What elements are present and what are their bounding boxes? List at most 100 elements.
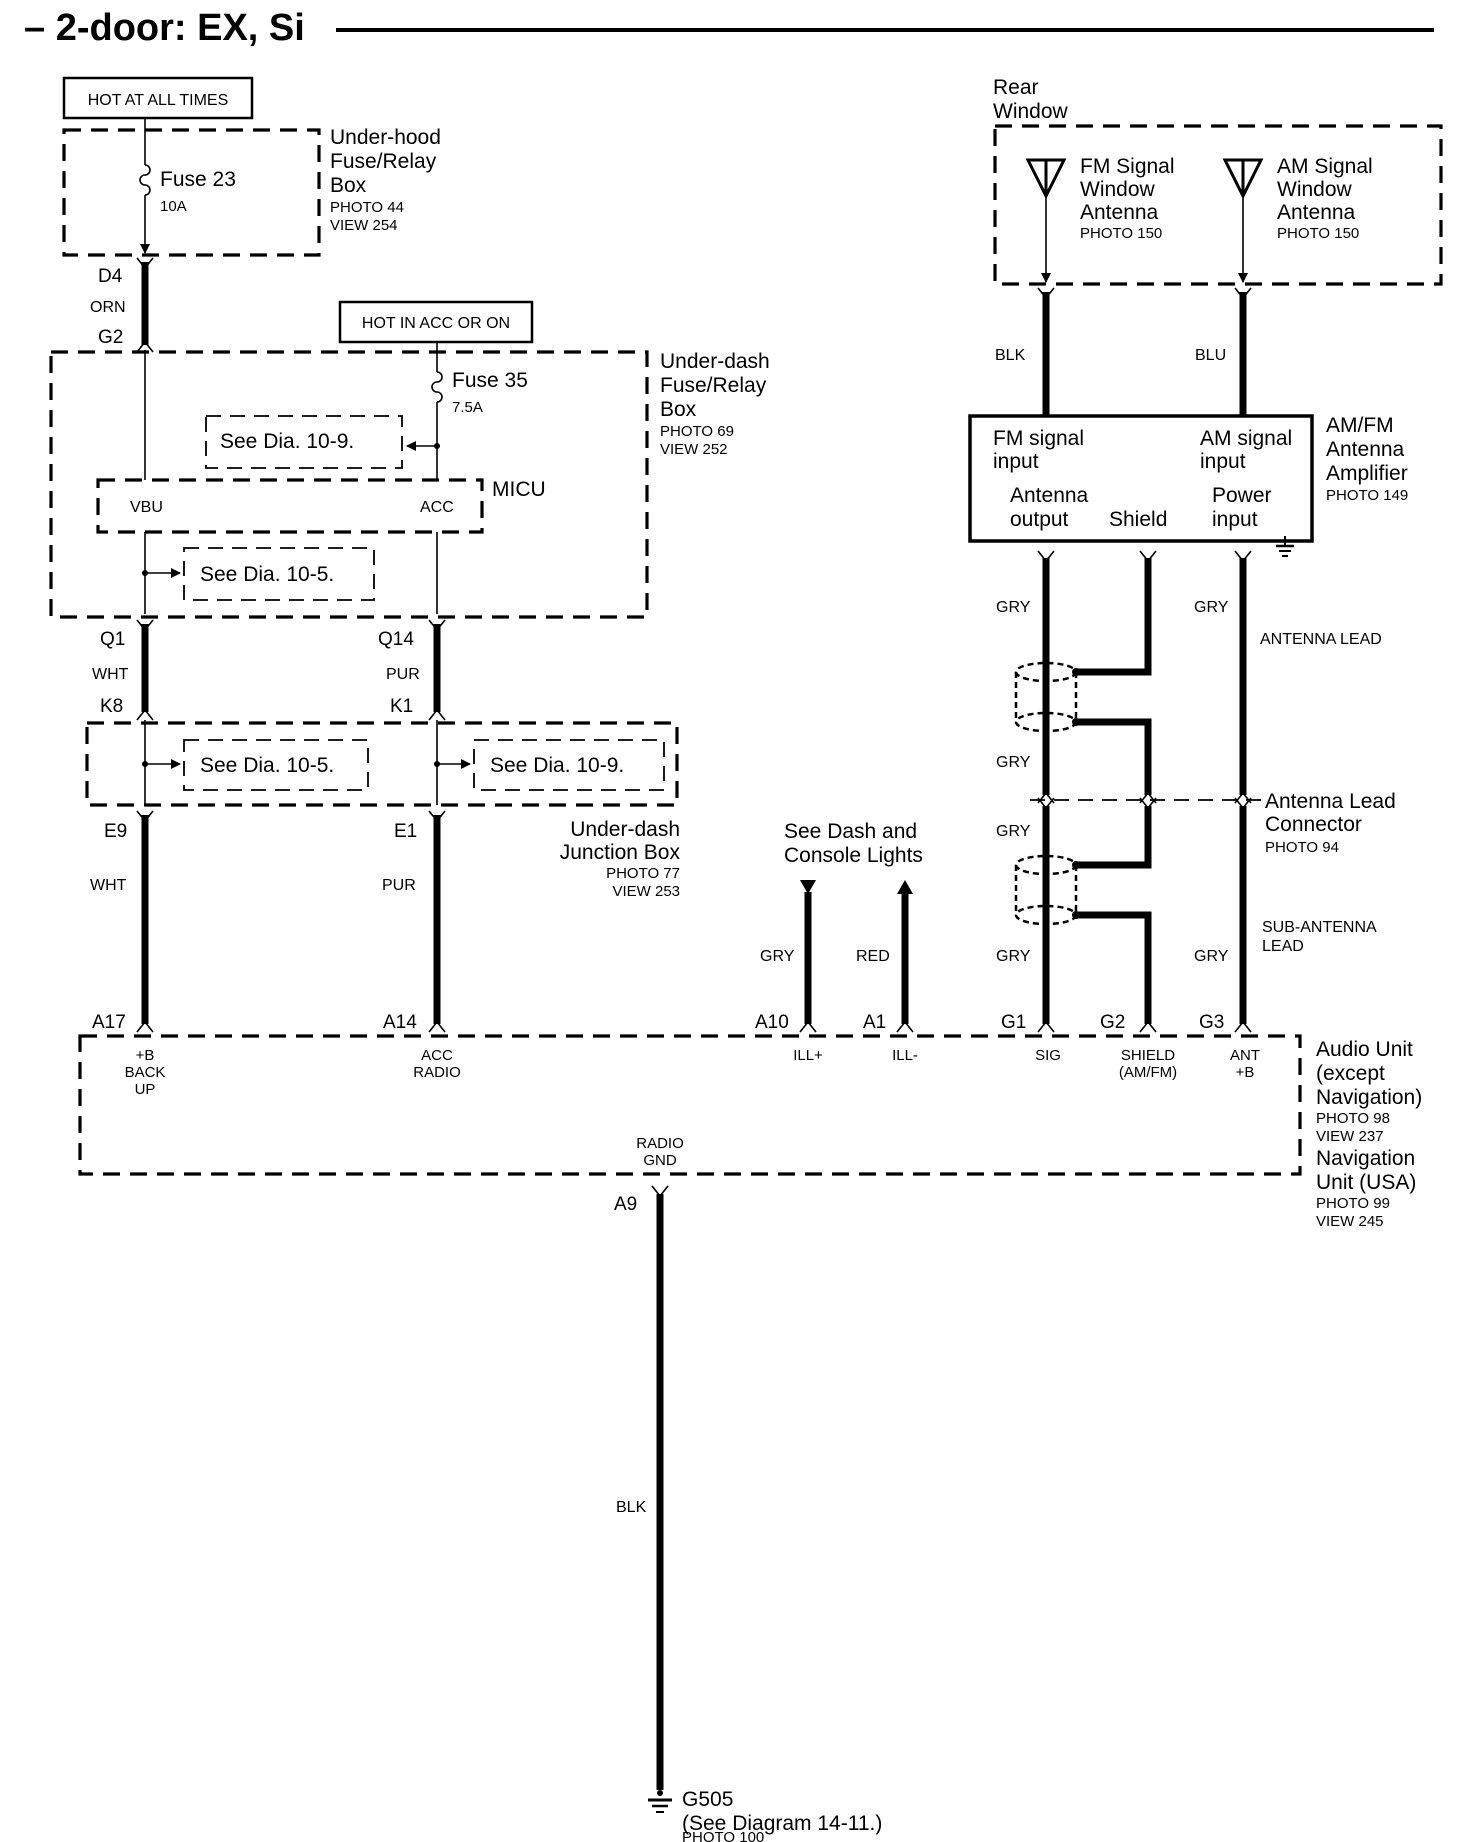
wire-blu-antenna: BLU	[1195, 287, 1252, 416]
wire-red-ill: RED A1	[856, 880, 914, 1033]
svg-text:GND: GND	[643, 1152, 677, 1169]
wire-orn: D4 ORN G2	[90, 257, 154, 353]
svg-text:VIEW 254: VIEW 254	[330, 217, 398, 234]
svg-text:RADIO: RADIO	[636, 1135, 684, 1152]
am-signal-window-antenna: AM Signal Window Antenna PHOTO 150	[1222, 155, 1373, 283]
connector-a10: A10	[755, 1012, 789, 1033]
connector-q1: Q1	[100, 629, 125, 650]
connector-g2b: G2	[1100, 1012, 1125, 1033]
wire-color-gry-1: GRY	[996, 599, 1031, 616]
wire-wht-lower: E9 WHT A17	[90, 810, 154, 1033]
underdash-fuse-relay-box: Under-dash Fuse/Relay Box PHOTO 69 VIEW …	[49, 342, 770, 619]
svg-text:Box: Box	[330, 174, 367, 197]
svg-text:ILL-: ILL-	[892, 1047, 918, 1064]
svg-text:ACC: ACC	[421, 1047, 453, 1064]
svg-text:Unit (USA): Unit (USA)	[1316, 1171, 1416, 1194]
svg-text:See Dash and: See Dash and	[784, 820, 917, 843]
svg-text:Antenna: Antenna	[1010, 484, 1089, 507]
audio-unit: +B BACK UP ACC RADIO ILL+ ILL- SIG SHIEL…	[78, 1034, 1422, 1230]
svg-text:PHOTO 44: PHOTO 44	[330, 199, 404, 216]
svg-text:Amplifier: Amplifier	[1326, 462, 1408, 485]
wire-color-pur-lower: PUR	[382, 877, 416, 894]
wire-blk-antenna: BLK	[995, 287, 1055, 416]
underhood-fuse-relay-box: Fuse 23 10A Under-hood Fuse/Relay Box PH…	[62, 118, 441, 257]
power-tag-hot-in-acc-or-on: HOT IN ACC OR ON	[338, 300, 534, 344]
svg-text:PHOTO 99: PHOTO 99	[1316, 1195, 1390, 1212]
wire-color-pur-upper: PUR	[386, 666, 420, 683]
see-dia-10-9-ref-jb: See Dia. 10-9.	[490, 754, 624, 777]
svg-text:PHOTO 77: PHOTO 77	[606, 865, 680, 882]
fuse-23-rating: 10A	[160, 198, 187, 215]
svg-text:RADIO: RADIO	[413, 1064, 461, 1081]
svg-text:(AM/FM): (AM/FM)	[1119, 1064, 1177, 1081]
svg-text:FM signal: FM signal	[993, 427, 1084, 450]
see-dia-10-5-ref: See Dia. 10-5.	[183, 547, 375, 601]
svg-text:Navigation: Navigation	[1316, 1147, 1415, 1170]
svg-text:Rear: Rear	[993, 76, 1039, 99]
svg-text:PHOTO 100: PHOTO 100	[682, 1829, 764, 1842]
svg-text:AM Signal: AM Signal	[1277, 155, 1373, 178]
wire-gry-power: GRY ANTENNA LEAD	[1194, 550, 1382, 804]
svg-text:AM/FM: AM/FM	[1326, 414, 1394, 437]
wire-color-blk-ant: BLK	[995, 347, 1026, 364]
svg-text:+B: +B	[1236, 1064, 1255, 1081]
see-dia-10-5-ref-jb: See Dia. 10-5.	[200, 754, 334, 777]
connector-a17: A17	[92, 1012, 126, 1033]
wire-color-gry-2: GRY	[996, 754, 1031, 771]
ground-icon	[648, 1790, 672, 1813]
wire-gry-ill: GRY A10	[755, 880, 817, 1033]
antenna-lead-label: ANTENNA LEAD	[1260, 631, 1382, 648]
svg-text:VIEW 245: VIEW 245	[1316, 1213, 1384, 1230]
chassis-ground-icon	[1276, 536, 1294, 557]
am-fm-antenna-amplifier: FM signal input AM signal input Antenna …	[968, 414, 1408, 557]
svg-text:Fuse/Relay: Fuse/Relay	[660, 374, 767, 397]
wire-color-gry-5: GRY	[996, 948, 1031, 965]
micu: VBU ACC MICU	[96, 478, 546, 534]
wire-blk-ground: A9 BLK	[614, 1185, 669, 1790]
svg-text:AM signal: AM signal	[1200, 427, 1292, 450]
svg-text:VIEW 237: VIEW 237	[1316, 1128, 1384, 1145]
svg-text:VBU: VBU	[130, 499, 163, 516]
svg-text:Window: Window	[993, 100, 1069, 123]
svg-text:Navigation): Navigation)	[1316, 1086, 1422, 1109]
wire-color-wht-upper: WHT	[92, 666, 129, 683]
svg-text:ILL+: ILL+	[793, 1047, 823, 1064]
svg-text:Antenna: Antenna	[1326, 438, 1405, 461]
svg-text:Console Lights: Console Lights	[784, 844, 923, 867]
wire-wht-upper: Q1 WHT K8	[92, 619, 154, 721]
svg-text:Under-dash: Under-dash	[660, 350, 770, 373]
fuse-23-label: Fuse 23	[160, 168, 236, 191]
sub-antenna-lead-label-2: LEAD	[1262, 938, 1304, 955]
svg-text:HOT AT ALL TIMES: HOT AT ALL TIMES	[88, 92, 229, 109]
connector-a9: A9	[614, 1194, 637, 1215]
svg-text:PHOTO 150: PHOTO 150	[1080, 225, 1162, 242]
fm-signal-window-antenna: FM Signal Window Antenna PHOTO 150	[1025, 155, 1175, 283]
wire-color-gry-ill: GRY	[760, 948, 795, 965]
svg-text:VIEW 253: VIEW 253	[612, 883, 680, 900]
svg-text:FM Signal: FM Signal	[1080, 155, 1175, 178]
svg-text:ANT: ANT	[1230, 1047, 1260, 1064]
svg-text:Under-hood: Under-hood	[330, 126, 441, 149]
wire-color-gry-4: GRY	[996, 823, 1031, 840]
connector-a14: A14	[383, 1012, 417, 1033]
svg-text:SIG: SIG	[1035, 1047, 1061, 1064]
svg-text:output: output	[1010, 508, 1069, 531]
wire-color-blk-gnd: BLK	[616, 1499, 647, 1516]
connector-d4: D4	[98, 266, 123, 287]
fuse-35-rating: 7.5A	[452, 399, 483, 416]
wire-color-wht-lower: WHT	[90, 877, 127, 894]
wire-color-blu-ant: BLU	[1195, 347, 1226, 364]
sub-antenna-lead-label-1: SUB-ANTENNA	[1262, 919, 1377, 936]
connector-k8: K8	[100, 696, 123, 717]
svg-text:Window: Window	[1080, 178, 1156, 201]
svg-text:Under-dash: Under-dash	[570, 818, 680, 841]
page-title: – 2-door: EX, Si	[24, 7, 305, 49]
svg-text:+B: +B	[136, 1047, 155, 1064]
antenna-lead-connector: Antenna Lead Connector PHOTO 94	[1030, 790, 1396, 856]
svg-text:(except: (except	[1316, 1062, 1385, 1085]
svg-text:Shield: Shield	[1109, 508, 1167, 531]
svg-text:Junction Box: Junction Box	[560, 841, 681, 864]
svg-text:Antenna: Antenna	[1277, 201, 1356, 224]
fuse-35-label: Fuse 35	[452, 369, 528, 392]
underdash-junction-box: See Dia. 10-5. See Dia. 10-9. Under-dash…	[85, 720, 681, 900]
